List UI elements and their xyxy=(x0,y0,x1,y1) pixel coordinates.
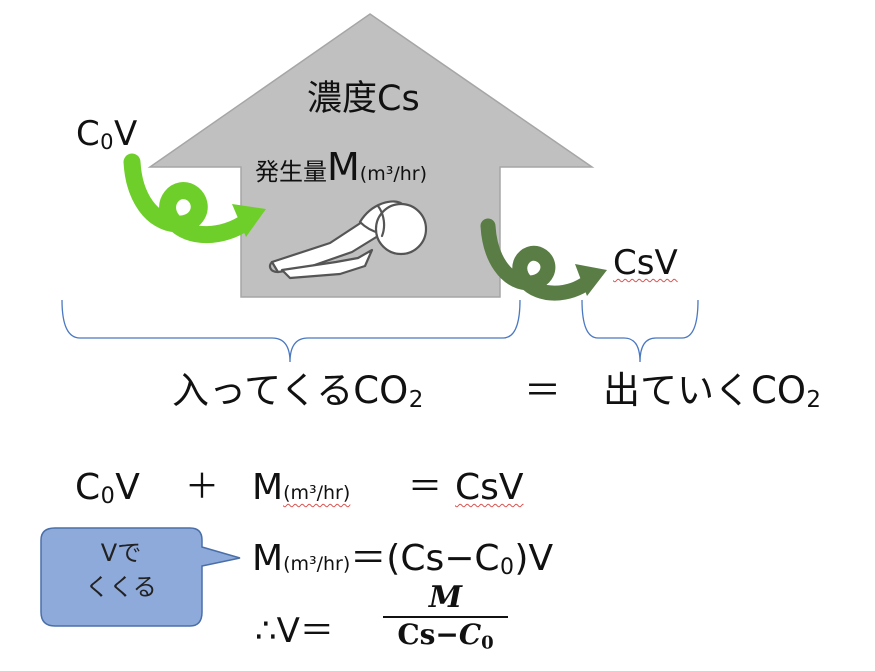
balance-right: 出ていくCO2 xyxy=(603,369,822,414)
fraction-numerator: M xyxy=(428,580,463,615)
balance-left: 入ってくるCO2 xyxy=(172,369,424,414)
callout-text: Vで くくる xyxy=(42,526,200,626)
equation-1-lhs: C0V xyxy=(75,467,140,510)
inflow-brace xyxy=(61,299,521,363)
equation-1-equals: ＝ xyxy=(408,467,442,507)
fraction-denominator: Cs−C0 xyxy=(397,618,494,654)
callout-line-1: Vで xyxy=(100,539,142,567)
equation-1-rhs: CsV xyxy=(455,467,524,508)
inflow-label: C0V xyxy=(76,114,138,154)
equation-3-lhs: ∴V＝ xyxy=(255,611,334,651)
equation-2: M(m³/hr)＝(Cs−C0)V xyxy=(252,538,554,580)
callout-line-2: くくる xyxy=(85,573,157,601)
braces xyxy=(61,299,699,363)
balance-statement: 入ってくるCO2 xyxy=(172,372,424,412)
outflow-label: CsV xyxy=(613,243,678,283)
balance-equals: ＝ xyxy=(524,369,561,412)
generation-unit: (m³/hr) xyxy=(359,163,428,185)
equation-1-m: M(m³/hr) xyxy=(252,467,351,508)
concentration-label: 濃度Cs xyxy=(307,79,420,119)
inflow-curly-arrow xyxy=(123,153,266,244)
outflow-curly-arrow xyxy=(480,218,607,301)
generation-label: 発生量 xyxy=(255,158,327,186)
outflow-brace xyxy=(581,299,699,363)
generation-label-group: 発生量M(m³/hr) xyxy=(255,148,427,186)
fraction-bar xyxy=(383,616,508,618)
resting-person-icon xyxy=(268,200,428,280)
callout-bubble xyxy=(40,527,241,627)
equation-1-plus: ＋ xyxy=(185,467,219,507)
generation-symbol: M xyxy=(327,145,360,189)
equation-3-fraction: M Cs−C0 xyxy=(383,583,508,653)
